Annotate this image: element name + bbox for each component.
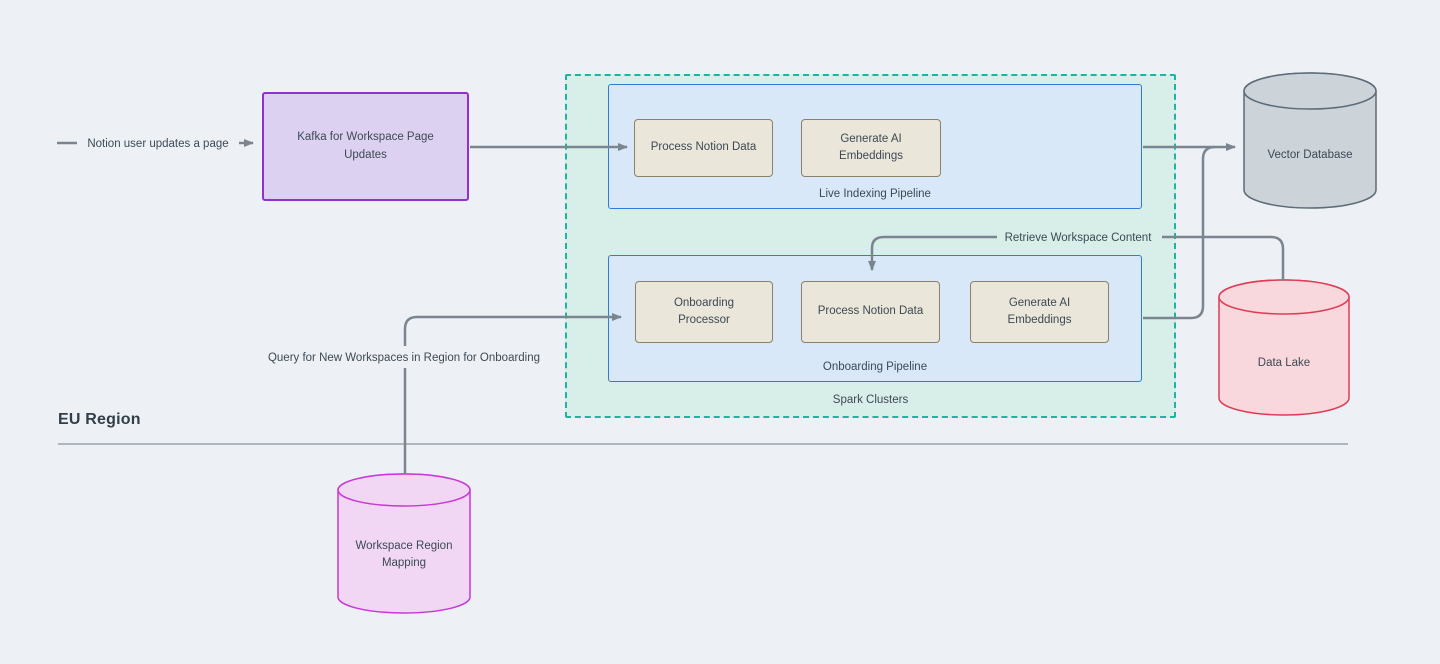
- eu-region-label: EU Region: [58, 411, 141, 428]
- live-step-generate-ai-embeddings: Generate AI Embeddings: [801, 119, 941, 177]
- edge-label-retrieve-workspace-content: Retrieve Workspace Content: [1004, 232, 1152, 244]
- onboarding-pipeline: Onboarding Processor Process Notion Data…: [608, 255, 1142, 382]
- data-lake-label: Data Lake: [1257, 357, 1311, 369]
- data-lake-cylinder: [1218, 279, 1350, 416]
- onboarding-step-onboarding-processor: Onboarding Processor: [635, 281, 773, 343]
- live-indexing-pipeline: Process Notion Data Generate AI Embeddin…: [608, 84, 1142, 209]
- edge-retrieve-content-right: [1162, 235, 1285, 281]
- kafka-workspace-page-updates-node: Kafka for Workspace Page Updates: [262, 92, 469, 201]
- onboarding-pipeline-label: Onboarding Pipeline: [822, 361, 928, 373]
- onboarding-step-generate-ai-embeddings: Generate AI Embeddings: [970, 281, 1109, 343]
- onboarding-step-process-notion-data: Process Notion Data: [801, 281, 940, 343]
- edge-label-query-new-workspaces: Query for New Workspaces in Region for O…: [267, 352, 541, 364]
- edge-label-notion-user-updates: Notion user updates a page: [87, 138, 229, 150]
- live-indexing-pipeline-label: Live Indexing Pipeline: [819, 188, 931, 200]
- vector-database-label: Vector Database: [1267, 149, 1353, 161]
- spark-clusters-label: Spark Clusters: [832, 394, 909, 406]
- workspace-region-mapping-label: Workspace Region Mapping: [355, 540, 453, 570]
- vector-database-cylinder: [1243, 72, 1377, 209]
- live-step-process-notion-data: Process Notion Data: [634, 119, 773, 177]
